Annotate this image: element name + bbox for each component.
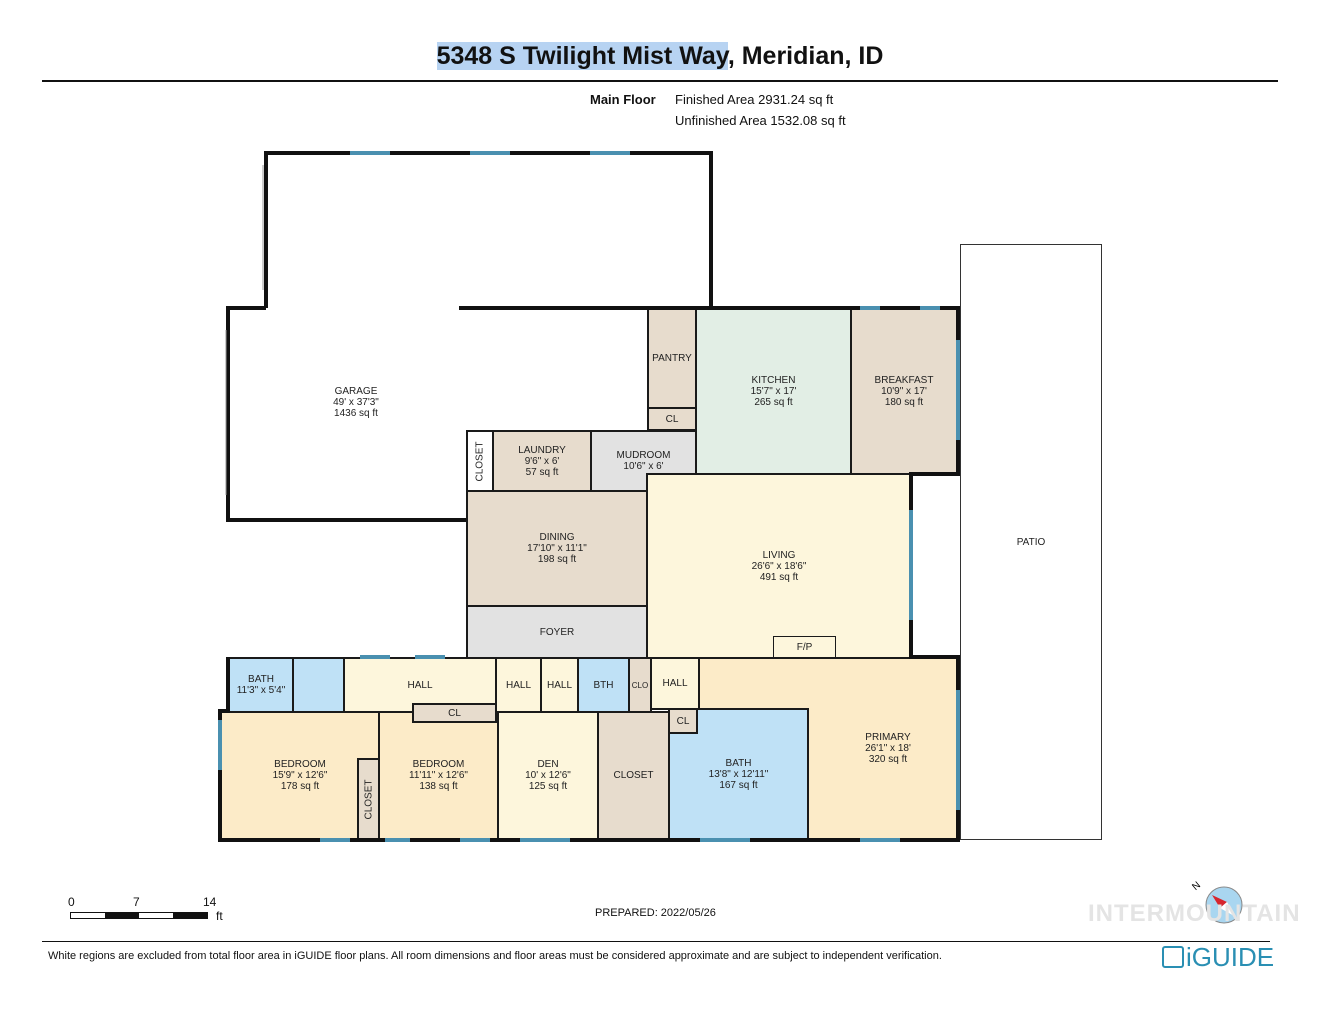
floor-label: Main Floor [590, 92, 656, 107]
room-bath-cl: CL [668, 708, 698, 734]
page-title: 5348 S Twilight Mist Way, Meridian, ID [436, 42, 884, 70]
unfinished-area: Unfinished Area 1532.08 sq ft [675, 113, 846, 128]
room-hall: HALL [495, 657, 542, 713]
room-bedroom-cl: CL [412, 703, 497, 723]
room-pantry-closet: CL [647, 407, 697, 431]
compass-icon: N [1190, 880, 1243, 924]
scale-unit: ft [216, 909, 223, 923]
iguide-logo: iGUIDE [1162, 942, 1274, 973]
room-closet: CLOSET [597, 711, 670, 840]
prepared-date: PREPARED: 2022/05/26 [595, 907, 716, 919]
watermark: INTERMOUNTAIN [1088, 900, 1301, 927]
room-patio: PATIO [960, 244, 1102, 840]
svg-text:N: N [1190, 880, 1203, 893]
scale-tick-0: 0 [68, 895, 75, 909]
scale-tick-7: 7 [133, 895, 140, 909]
title-divider [42, 80, 1278, 82]
room-foyer: FOYER [466, 605, 648, 659]
room-bath-annex [292, 657, 345, 713]
room-hall: HALL [540, 657, 579, 713]
footer-divider [42, 941, 1270, 942]
scale-bar [70, 912, 208, 919]
finished-area: Finished Area 2931.24 sq ft [675, 92, 834, 107]
camera-icon [1162, 946, 1184, 968]
disclaimer: White regions are excluded from total fl… [48, 950, 942, 962]
scale-tick-14: 14 [203, 895, 217, 909]
